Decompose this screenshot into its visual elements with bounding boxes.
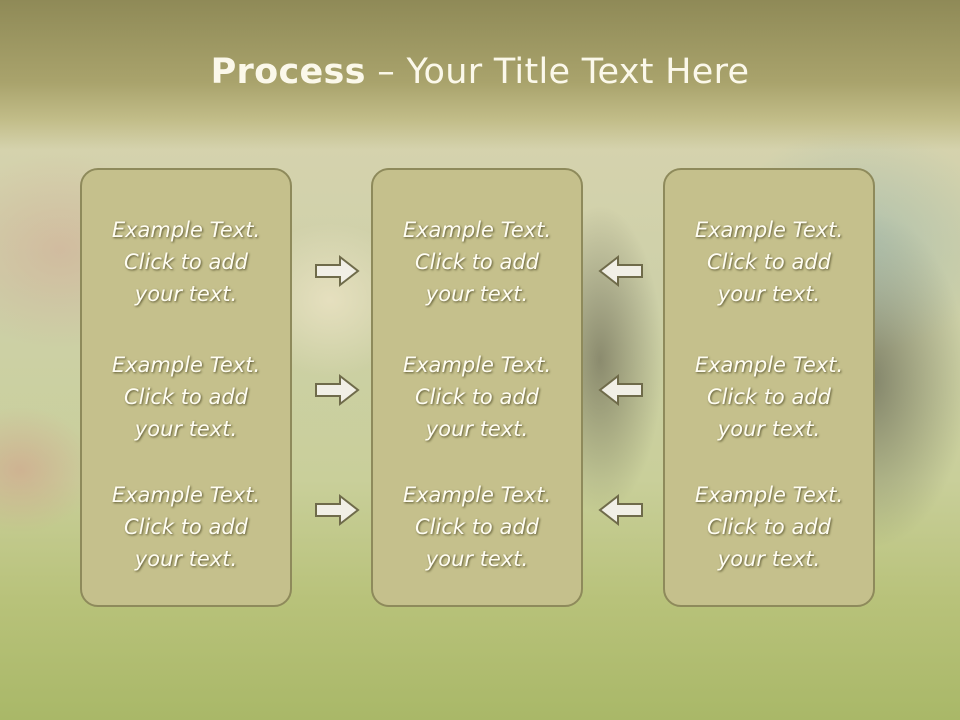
panel-text-block[interactable]: Example Text. Click to add your text.: [82, 214, 290, 310]
text-line: Click to add: [123, 250, 248, 274]
title-band: [0, 0, 960, 150]
text-line: Example Text.: [694, 218, 844, 242]
text-line: your text.: [717, 547, 821, 571]
process-panel-middle[interactable]: Example Text. Click to add your text. Ex…: [371, 168, 583, 607]
slide-title-rest: – Your Title Text Here: [365, 52, 750, 92]
text-line: Click to add: [706, 250, 831, 274]
text-line: your text.: [425, 282, 529, 306]
text-line: Click to add: [414, 385, 539, 409]
text-line: your text.: [134, 417, 238, 441]
text-line: Click to add: [414, 250, 539, 274]
text-line: Example Text.: [694, 483, 844, 507]
panel-text-block[interactable]: Example Text. Click to add your text.: [373, 479, 581, 575]
text-line: Click to add: [414, 515, 539, 539]
text-line: Example Text.: [111, 218, 261, 242]
panel-text-block[interactable]: Example Text. Click to add your text.: [373, 349, 581, 445]
right-arrow-icon[interactable]: [314, 254, 360, 288]
process-panel-right[interactable]: Example Text. Click to add your text. Ex…: [663, 168, 875, 607]
slide-title-bold: Process: [210, 52, 366, 92]
left-arrow-icon[interactable]: [598, 493, 644, 527]
process-panel-left[interactable]: Example Text. Click to add your text. Ex…: [80, 168, 292, 607]
panel-text-block[interactable]: Example Text. Click to add your text.: [82, 479, 290, 575]
panel-text-block[interactable]: Example Text. Click to add your text.: [665, 479, 873, 575]
text-line: Click to add: [123, 515, 248, 539]
text-line: your text.: [425, 547, 529, 571]
text-line: your text.: [134, 282, 238, 306]
text-line: your text.: [717, 282, 821, 306]
text-line: Click to add: [706, 385, 831, 409]
left-arrow-icon[interactable]: [598, 373, 644, 407]
text-line: Example Text.: [402, 218, 552, 242]
text-line: your text.: [717, 417, 821, 441]
panel-text-block[interactable]: Example Text. Click to add your text.: [665, 349, 873, 445]
text-line: your text.: [134, 547, 238, 571]
right-arrow-icon[interactable]: [314, 373, 360, 407]
text-line: Example Text.: [402, 483, 552, 507]
panel-text-block[interactable]: Example Text. Click to add your text.: [373, 214, 581, 310]
text-line: Example Text.: [111, 483, 261, 507]
text-line: Example Text.: [694, 353, 844, 377]
panel-text-block[interactable]: Example Text. Click to add your text.: [82, 349, 290, 445]
text-line: Example Text.: [402, 353, 552, 377]
left-arrow-icon[interactable]: [598, 254, 644, 288]
text-line: your text.: [425, 417, 529, 441]
panel-text-block[interactable]: Example Text. Click to add your text.: [665, 214, 873, 310]
text-line: Example Text.: [111, 353, 261, 377]
right-arrow-icon[interactable]: [314, 493, 360, 527]
text-line: Click to add: [706, 515, 831, 539]
text-line: Click to add: [123, 385, 248, 409]
slide-title[interactable]: Process – Your Title Text Here: [0, 52, 960, 92]
